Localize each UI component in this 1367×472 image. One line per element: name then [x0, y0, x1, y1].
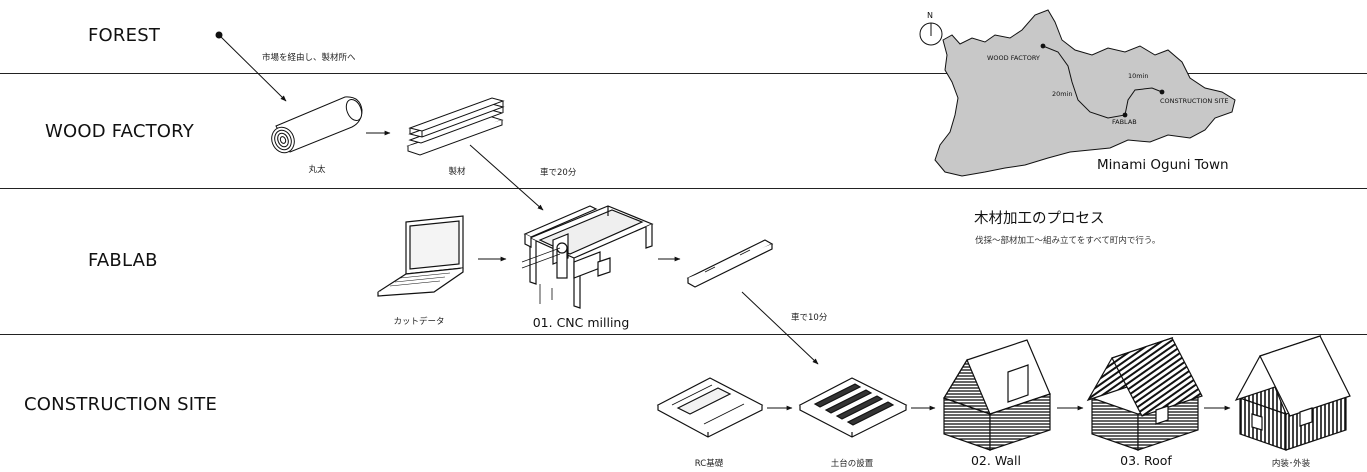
map-construction-site: CONSTRUCTION SITE — [1160, 97, 1229, 105]
car-10-note: 車で10分 — [791, 313, 828, 323]
lumber-icon — [406, 97, 505, 156]
lumber-caption: 製材 — [448, 167, 466, 177]
wall-stage-icon — [943, 339, 1051, 451]
log-caption: 丸太 — [308, 165, 326, 175]
row-label-forest: FOREST — [88, 25, 161, 46]
row-divider — [0, 334, 1367, 335]
cnc-caption: 01. CNC milling — [532, 315, 630, 330]
process-subtitle: 伐採～部材加工～組み立てをすべて町内で行う。 — [975, 236, 1161, 246]
row-label-fablab: FABLAB — [88, 250, 158, 271]
car-20-note: 車で20分 — [540, 168, 577, 178]
roof-stage-icon — [1086, 336, 1203, 451]
row-divider — [0, 73, 1367, 74]
sill-install-icon — [798, 377, 908, 438]
row-divider — [0, 188, 1367, 189]
map-wood-factory: WOOD FACTORY — [987, 54, 1040, 62]
cut-data-caption: カットデータ — [393, 317, 445, 327]
roof-caption: 03. Roof — [1120, 453, 1172, 468]
route-line — [1042, 45, 1163, 119]
map-time-10: 10min — [1128, 72, 1149, 80]
row-label-construction-site: CONSTRUCTION SITE — [24, 394, 218, 415]
finished-house-icon — [1234, 334, 1351, 451]
cnc-machine-icon — [521, 205, 654, 309]
rc-foundation-icon — [656, 377, 764, 438]
north-label: N — [927, 11, 933, 20]
finish-caption: 内装･外装 — [1271, 459, 1311, 469]
cut-part-icon — [686, 239, 774, 288]
town-boundary — [934, 9, 1236, 177]
town-name: Minami Oguni Town — [1097, 157, 1229, 173]
rc-foundation-caption: RC基礎 — [694, 459, 724, 469]
wall-caption: 02. Wall — [970, 453, 1022, 468]
north-arrow-icon — [919, 22, 943, 46]
market-route-note: 市場を経由し、製材所へ — [262, 53, 356, 63]
fablab-to-site-flow — [741, 291, 819, 365]
map-time-20: 20min — [1052, 90, 1073, 98]
log-icon — [271, 96, 363, 154]
row-label-wood-factory: WOOD FACTORY — [45, 121, 194, 142]
laptop-icon — [377, 215, 464, 297]
process-title: 木材加工のプロセス — [974, 211, 1105, 227]
forest-to-factory-flow — [215, 31, 287, 102]
factory-to-fablab-flow — [469, 144, 544, 211]
town-map — [934, 9, 1236, 177]
sill-install-caption: 土台の設置 — [830, 459, 874, 469]
map-fablab: FABLAB — [1112, 118, 1137, 126]
